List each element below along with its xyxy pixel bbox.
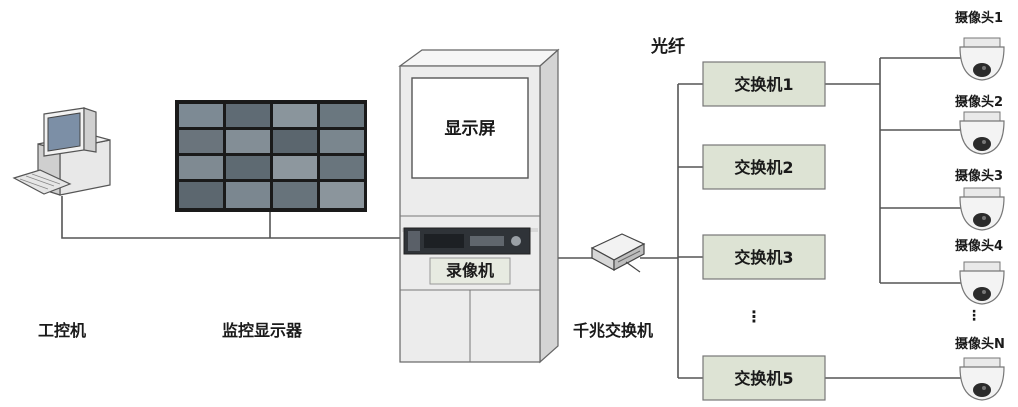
industrial-pc-label: 工控机 [38, 321, 86, 340]
switch-5-label: 交换机5 [734, 369, 793, 388]
gigabit-switch-label: 千兆交换机 [573, 321, 653, 340]
recorder-device [403, 227, 531, 255]
camera-3-label: 摄像头3 [955, 168, 1003, 184]
camera-4-label: 摄像头4 [955, 238, 1003, 254]
switch-5-box [702, 355, 826, 401]
camera-2-label: 摄像头2 [955, 94, 1003, 110]
recorder-label-box [429, 257, 511, 285]
gigabit-switch-icon [590, 233, 646, 273]
camera-3-icon [959, 187, 1005, 231]
camera-ellipsis: ⋮ [967, 308, 981, 324]
recorder-label: 录像机 [446, 261, 494, 280]
switch-ellipsis: ⋮ [746, 307, 762, 326]
industrial-pc-icon [12, 107, 111, 196]
display-screen-label: 显示屏 [445, 119, 496, 139]
fiber-label: 光纤 [650, 36, 685, 57]
camera-4-icon [959, 261, 1005, 305]
display-screen-panel [411, 77, 529, 179]
switch-1-box [702, 61, 826, 107]
access-switches [702, 61, 826, 401]
pc-to-recorder-line [61, 196, 405, 239]
camera-n-label: 摄像头N [955, 336, 1005, 352]
switch-3-box [702, 234, 826, 280]
camera-1-icon [959, 37, 1005, 81]
monitor-wall-tiles [179, 104, 364, 208]
switch-1-label: 交换机1 [734, 75, 793, 94]
switch-3-label: 交换机3 [734, 248, 793, 267]
camera-2-icon [959, 111, 1005, 155]
monitor-wall-label: 监控显示器 [222, 321, 303, 340]
camera-1-label: 摄像头1 [955, 10, 1003, 26]
monitor-wall [175, 100, 367, 212]
camera-icons [959, 37, 1005, 401]
equipment-cabinet [398, 48, 560, 364]
camera-n-icon [959, 357, 1005, 401]
diagram-labels: 工控机 监控显示器 显示屏 录像机 千兆交换机 光纤 交换机1 交换机2 交换机… [38, 10, 1005, 388]
connection-lines [61, 57, 962, 379]
switch-2-label: 交换机2 [734, 158, 793, 177]
switch-2-box [702, 144, 826, 190]
